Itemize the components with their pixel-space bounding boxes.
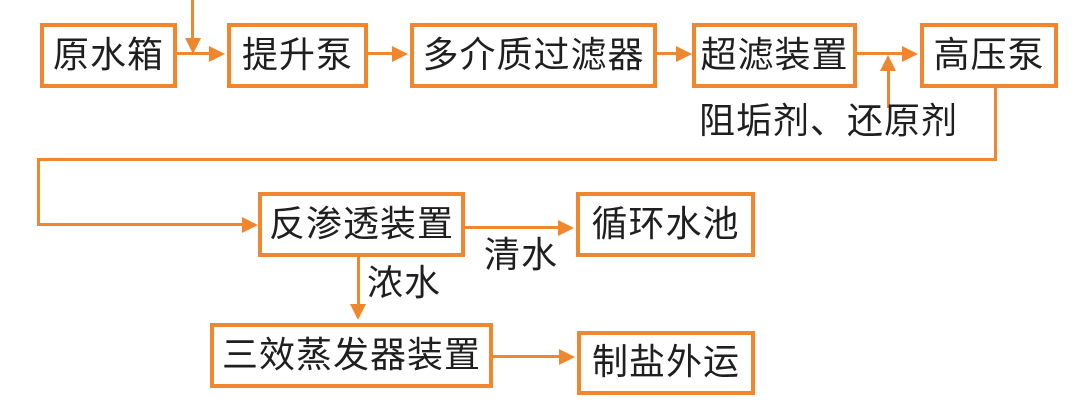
node-high-pressure-pump: 高压泵 bbox=[920, 23, 1058, 88]
edge-tank-to-pump-arrowhead-icon bbox=[209, 46, 225, 62]
edge-filter-to-uf-line bbox=[657, 52, 678, 55]
edge-evaporator-to-salt-arrowhead-icon bbox=[559, 349, 575, 365]
edge-inlet-line bbox=[191, 0, 194, 40]
edge-dosing-arrowhead-icon bbox=[880, 55, 896, 71]
edge-ro-to-evaporator-line bbox=[357, 257, 360, 305]
node-triple-effect-evaporator: 三效蒸发器装置 bbox=[210, 323, 493, 388]
edge-filter-to-uf-arrowhead-icon bbox=[676, 46, 692, 62]
edge-pump-to-filter-line bbox=[368, 52, 394, 55]
node-lift-pump: 提升泵 bbox=[227, 23, 368, 88]
edge-ro-to-pool-line bbox=[465, 226, 559, 229]
edge-evaporator-to-salt-line bbox=[493, 355, 560, 358]
edge-tank-to-pump-line bbox=[177, 52, 210, 55]
node-ultrafiltration-unit: 超滤装置 bbox=[692, 23, 857, 88]
node-multimedia-filter: 多介质过滤器 bbox=[410, 23, 657, 88]
edge-ro-to-evaporator-arrowhead-icon bbox=[350, 304, 366, 320]
node-salt-shipment: 制盐外运 bbox=[577, 331, 755, 395]
edge-ro-to-pool-arrowhead-icon bbox=[558, 220, 574, 236]
edge-inlet-arrowhead-icon bbox=[185, 38, 201, 54]
node-reverse-osmosis-unit: 反渗透装置 bbox=[258, 192, 465, 257]
edge-hpp-return-vline-1 bbox=[994, 88, 997, 161]
edge-label-concentrated-water: 浓水 bbox=[367, 263, 442, 304]
edge-label-clear-water: 清水 bbox=[484, 235, 559, 276]
edge-hpp-return-vline-2 bbox=[37, 158, 40, 226]
edge-pump-to-filter-arrowhead-icon bbox=[392, 46, 408, 62]
edge-hpp-to-ro-line bbox=[37, 223, 243, 226]
edge-uf-to-hpp-arrowhead-icon bbox=[902, 46, 918, 62]
edge-uf-to-hpp-line bbox=[857, 52, 904, 55]
edge-label-dosing-agents: 阻垢剂、还原剂 bbox=[699, 101, 959, 142]
node-circulating-water-pool: 循环水池 bbox=[576, 192, 755, 257]
edge-hpp-to-ro-arrowhead-icon bbox=[242, 217, 258, 233]
edge-hpp-return-hline bbox=[37, 158, 997, 161]
edge-dosing-line bbox=[887, 70, 890, 108]
node-raw-water-tank: 原水箱 bbox=[40, 23, 177, 88]
